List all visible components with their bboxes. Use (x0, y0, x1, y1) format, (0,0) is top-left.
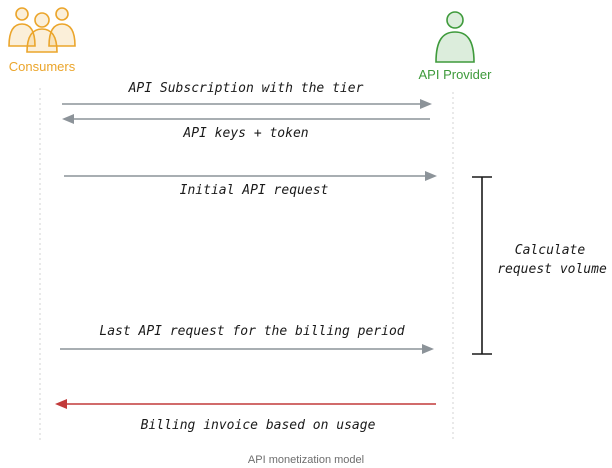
message-label: Initial API request (180, 183, 329, 198)
message-label: API Subscription with the tier (128, 81, 364, 96)
person-icon (435, 11, 475, 63)
arrowhead-left (62, 114, 74, 124)
message-initial-request: Initial API request (64, 171, 437, 198)
bracket-label-line1: Calculate (515, 243, 586, 258)
people-group-icon (8, 7, 76, 53)
arrowhead-right (422, 344, 434, 354)
provider-label: API Provider (419, 67, 493, 82)
bracket-label-line2: request volume (497, 262, 607, 277)
message-last-request: Last API request for the billing period (60, 324, 434, 354)
arrowhead-right (420, 99, 432, 109)
diagram-caption: API monetization model (248, 454, 364, 466)
message-billing-invoice: Billing invoice based on usage (55, 399, 436, 433)
message-label: Billing invoice based on usage (141, 418, 376, 433)
request-volume-bracket (472, 176, 492, 355)
message-keys: API keys + token (62, 114, 430, 141)
arrowhead-left (55, 399, 67, 409)
arrowhead-right (425, 171, 437, 181)
message-label: API keys + token (182, 126, 308, 141)
consumers-label: Consumers (9, 59, 76, 74)
message-label: Last API request for the billing period (99, 324, 404, 339)
message-subscription: API Subscription with the tier (62, 81, 432, 109)
